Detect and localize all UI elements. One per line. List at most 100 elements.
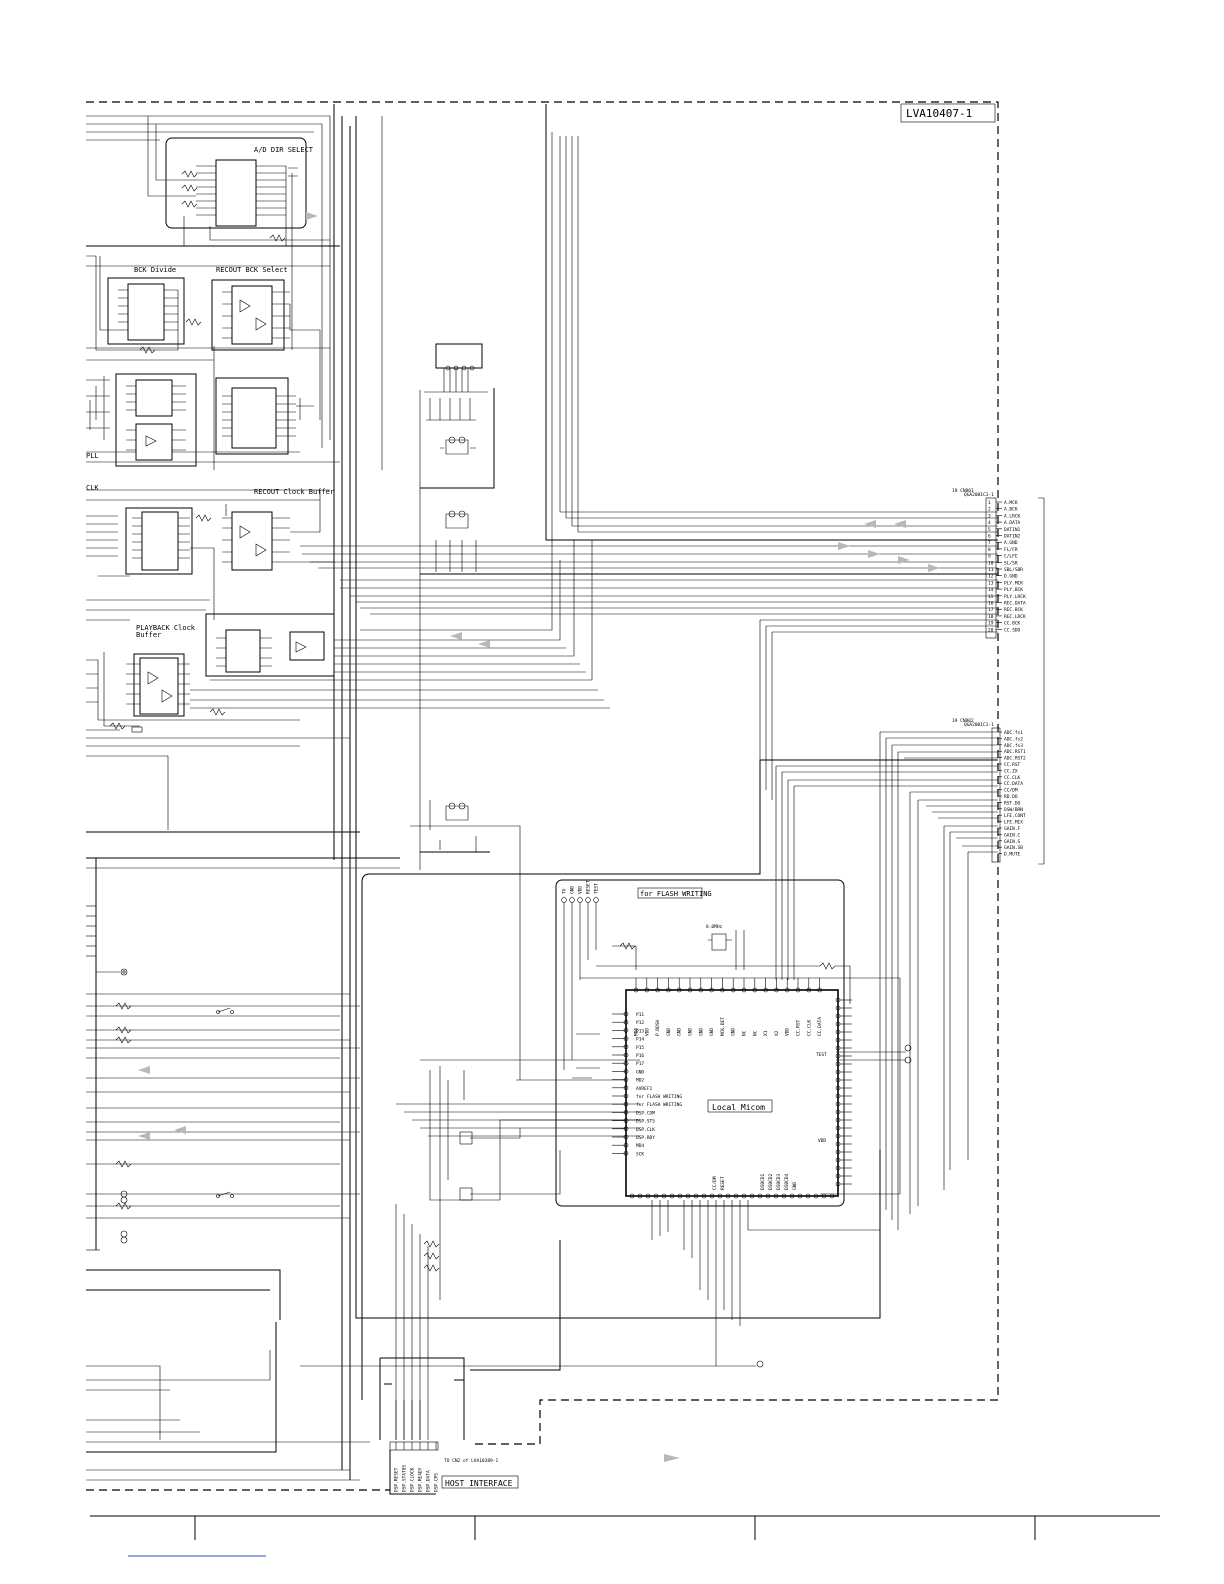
cn802-pin-label: D.MUTE — [1004, 852, 1021, 858]
cn802-pin-label: CC.ZX — [1004, 768, 1018, 774]
cn801-pin-label: SL/SR — [1004, 560, 1018, 566]
cn801-pin-number: 9 — [988, 554, 991, 560]
cn801-part: QGA2001C1-1 — [964, 492, 994, 498]
cn802-fanout — [775, 731, 998, 1230]
cn802-pin-label: CC.DATA — [1004, 781, 1023, 787]
playback-clock-buffer-label: PLAYBACK Clock — [136, 624, 196, 632]
trunk-lines — [333, 104, 998, 1480]
recout-clock-buffer-label: RECOUT Clock Buffer — [254, 488, 334, 496]
micom-top-pin-label: X1 — [763, 1030, 769, 1036]
recout-clock-buffer-block — [86, 490, 334, 620]
micom-bottom-pin-label: CC/DM — [712, 1176, 718, 1190]
cn801-pin-number: 19 — [988, 621, 994, 627]
cn802-pin-label: ADC.fs1 — [1004, 730, 1023, 736]
center-to-connector-lines — [190, 540, 998, 800]
connector-small — [435, 343, 483, 369]
cn802-pin-label: ADC.RST1 — [1004, 749, 1026, 755]
micom-left-pin-label: for FLASH WRITING — [636, 1094, 682, 1100]
cn802-pin-label: DSW/BRN — [1004, 807, 1023, 813]
cn801-pin-number: 7 — [988, 540, 991, 546]
ic-bck-divide — [127, 283, 165, 341]
micom-bottom-pin-label: DSBCD3 — [776, 1173, 782, 1190]
cn802-pin-label: ADC.RST2 — [1004, 756, 1026, 762]
arrow-right-icon — [928, 564, 940, 572]
host-pin-label: DSP.DATA — [426, 1470, 432, 1492]
cn801-pin-label: CC.SDO — [1004, 627, 1021, 633]
cn801-pin-label: A.MCK — [1004, 500, 1018, 506]
cn801-pin-label: A.BCK — [1004, 507, 1018, 513]
cn802-title: 19 CN802 — [952, 718, 974, 724]
connector-cn802: 19 CN802 QGA2001C1-1 ADC.fs1ADC.fs2ADC.f… — [952, 718, 1026, 863]
arrow-left-icon — [138, 1132, 150, 1140]
micom-top-pin-label: CC.RST — [796, 1019, 802, 1036]
left-bus-lines — [86, 115, 400, 1250]
host-interface-label: HOST INTERFACE — [445, 1479, 513, 1488]
micom-left-pin-label: DSP.STS — [636, 1119, 655, 1125]
cn801-pin-number: 10 — [988, 560, 994, 566]
ic-playback-select — [225, 629, 261, 673]
flash-writing-label: for FLASH WRITING — [640, 890, 712, 898]
arrow-right-icon — [868, 550, 880, 558]
local-micom-label: Local Micom — [712, 1103, 765, 1112]
ic-local-micom — [625, 989, 839, 1197]
cn801-pin-label: PLY.BCK — [1004, 587, 1023, 593]
host-pin-label: DSP.CLOCK — [410, 1467, 416, 1492]
micom-top-pin-label: GND — [677, 1028, 683, 1036]
micom-top-pin-label: CC.CLK — [806, 1019, 812, 1036]
cn801-pin-label: C/LFE — [1004, 554, 1018, 560]
cn801-pin-label: REC.LRCK — [1004, 614, 1026, 620]
micom-top-pin-label: GND — [731, 1028, 737, 1036]
pll-label: PLL — [86, 452, 99, 460]
cn802-pin-label: LFE.MIX — [1004, 820, 1023, 826]
cn801-pin-label: A.LRCK — [1004, 513, 1021, 519]
signal-arrows — [138, 212, 940, 1462]
board-border — [86, 101, 999, 1491]
cn801-pin-number: 20 — [988, 627, 994, 633]
flash-header-pin-label: GND — [570, 886, 576, 894]
micom-top-pin-label: MD0 — [634, 1028, 640, 1036]
micom-left-pin-label: P17 — [636, 1061, 644, 1067]
micom-left-pin-label: DSP.CLK — [636, 1127, 655, 1133]
ic-recout-bck-select — [231, 285, 273, 345]
cn801-title: 19 CN801 — [952, 488, 974, 494]
host-pin-label: DSP.CPS — [434, 1473, 440, 1492]
micom-left-pin-label: MD4 — [636, 1143, 644, 1149]
to-cn-note: TO CN2 of LVA10389-1 — [444, 1458, 498, 1464]
connector-cn801: 19 CN801 QGA2001C1-1 A.MCK1A.BCK2A.LRCK3… — [952, 488, 1045, 865]
cn801-pin-number: 15 — [988, 594, 994, 600]
cn801-pin-label: A.DATA — [1004, 520, 1021, 526]
cn802-pin-label: CC.RST — [1004, 762, 1021, 768]
micom-top-pin-label: NC — [752, 1030, 758, 1036]
cn801-pin-number: 17 — [988, 607, 994, 613]
cn801-pin-number: 3 — [988, 513, 991, 519]
ad-dir-select-label: A/D DIR SELECT — [254, 146, 314, 154]
ic-playback-buffer — [139, 657, 179, 715]
flash-header-pin-label: TX — [562, 888, 568, 894]
micom-left-pin-label: AVREF1 — [636, 1086, 653, 1092]
arrow-left-icon — [894, 520, 906, 528]
cn801-pin-label: DATIN2 — [1004, 534, 1021, 540]
board-label-box: LVA10407-1 — [900, 103, 996, 123]
arrow-right-icon — [664, 1454, 680, 1462]
ic-pll-3 — [231, 387, 277, 449]
host-pin-label: DSP.READY — [418, 1467, 424, 1492]
micom-left-pin-label: DSP.COM — [636, 1110, 655, 1116]
cn802-pin-label: GAIN.S — [1004, 839, 1021, 845]
recout-bck-select-label: RECOUT BCK Select — [216, 266, 288, 274]
cn801-pin-number: 14 — [988, 587, 994, 593]
micom-left-pin-label: P14 — [636, 1037, 644, 1043]
ad-dir-select-block — [147, 116, 330, 350]
arrow-right-icon — [838, 542, 850, 550]
cn802-pin-label: LFE.CONT — [1004, 813, 1026, 819]
host-pin-label: DSP.RESET — [394, 1467, 400, 1492]
cn801-pin-number: 4 — [988, 520, 991, 526]
micom-top-pin-label: CC.DATA — [817, 1017, 823, 1036]
cn801-pin-label: REC.DATA — [1004, 601, 1026, 607]
clk-label: CLK — [86, 484, 99, 492]
micom-left-pin-label: MD2 — [636, 1078, 644, 1084]
arrow-left-icon — [864, 520, 876, 528]
